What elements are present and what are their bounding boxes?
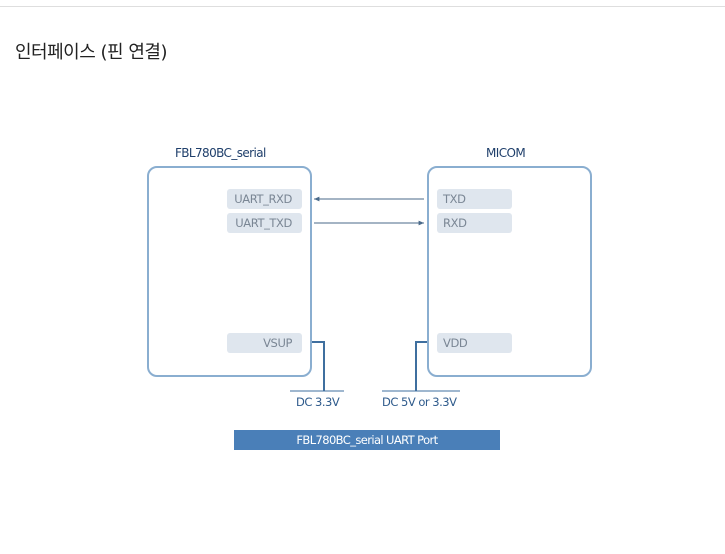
pin-uart-rxd: UART_RXD	[227, 189, 302, 209]
right-supply-label: DC 5V or 3.3V	[382, 395, 457, 409]
page-title: 인터페이스 (핀 연결)	[15, 42, 167, 63]
pin-vsup: VSUP	[227, 333, 302, 353]
vdd-power-line	[415, 341, 427, 391]
pin-uart-txd: UART_TXD	[227, 213, 302, 233]
right-device-label: MICOM	[486, 146, 526, 160]
diagram-caption: FBL780BC_serial UART Port	[234, 430, 500, 450]
pin-txd: TXD	[437, 189, 512, 209]
pin-rxd: RXD	[437, 213, 512, 233]
left-supply-label: DC 3.3V	[296, 395, 340, 409]
left-device-label: FBL780BC_serial	[175, 146, 266, 160]
top-divider	[0, 6, 725, 7]
pin-vdd: VDD	[437, 333, 512, 353]
vsup-power-line	[312, 341, 325, 391]
